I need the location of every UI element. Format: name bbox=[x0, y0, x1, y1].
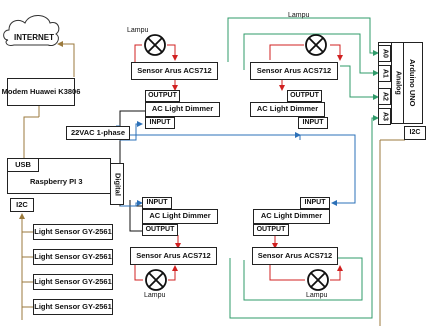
input-box-tl: INPUT bbox=[145, 117, 175, 129]
pin-a3: A3 bbox=[378, 108, 391, 125]
lamp-label-tl: Lampu bbox=[127, 27, 149, 34]
arduino-label: Arduino UNO bbox=[408, 59, 417, 107]
input-box-tr: INPUT bbox=[298, 117, 328, 129]
output-box-br: OUTPUT bbox=[253, 224, 289, 236]
sensor-box-tr: Sensor Arus ACS712 bbox=[250, 62, 338, 80]
lamp-label-br: Lampu bbox=[306, 292, 328, 299]
pin-a1: A1 bbox=[378, 65, 391, 82]
digital-label: Digital bbox=[113, 172, 123, 196]
dimmer-box-bl: AC Light Dimmer bbox=[142, 209, 218, 224]
lamp-symbols bbox=[144, 34, 329, 291]
output-box-bl: OUTPUT bbox=[142, 224, 178, 236]
input-box-br: INPUT bbox=[300, 197, 330, 209]
sensor-box-br: Sensor Arus ACS712 bbox=[252, 247, 338, 265]
light-sensor-4: Light Sensor GY-2561 bbox=[33, 299, 113, 315]
dimmer-box-tl: AC Light Dimmer bbox=[145, 102, 220, 117]
lamp-label-bl: Lampu bbox=[144, 292, 166, 299]
pin-a2: A2 bbox=[378, 88, 391, 105]
light-sensor-3: Light Sensor GY-2561 bbox=[33, 274, 113, 290]
light-sensor-2: Light Sensor GY-2561 bbox=[33, 249, 113, 265]
usb-box: USB bbox=[7, 158, 39, 172]
digital-box: Digital bbox=[110, 163, 124, 205]
i2c-rpi-box: I2C bbox=[10, 198, 34, 212]
analog-box: Analog bbox=[391, 42, 404, 124]
lamp-label-tr: Lampu bbox=[288, 12, 310, 19]
dimmer-box-br: AC Light Dimmer bbox=[253, 209, 330, 224]
modem-box: Modem Huawei K3806 bbox=[2, 78, 80, 106]
ac-source-box: 22VAC 1-phase bbox=[66, 126, 130, 140]
sensor-box-bl: Sensor Arus ACS712 bbox=[130, 247, 217, 265]
output-box-tr: OUTPUT bbox=[287, 90, 322, 102]
output-box-tl: OUTPUT bbox=[145, 90, 180, 102]
analog-label: Analog bbox=[394, 71, 402, 95]
cloud-icon bbox=[3, 15, 60, 47]
pin-a0: A0 bbox=[378, 45, 391, 62]
dimmer-box-tr: AC Light Dimmer bbox=[250, 102, 325, 117]
sensor-box-tl: Sensor Arus ACS712 bbox=[131, 62, 218, 80]
light-sensor-1: Light Sensor GY-2561 bbox=[33, 224, 113, 240]
i2c-arduino-box: I2C bbox=[404, 126, 426, 140]
internet-label: INTERNET bbox=[14, 33, 54, 42]
input-box-bl: INPUT bbox=[142, 197, 172, 209]
